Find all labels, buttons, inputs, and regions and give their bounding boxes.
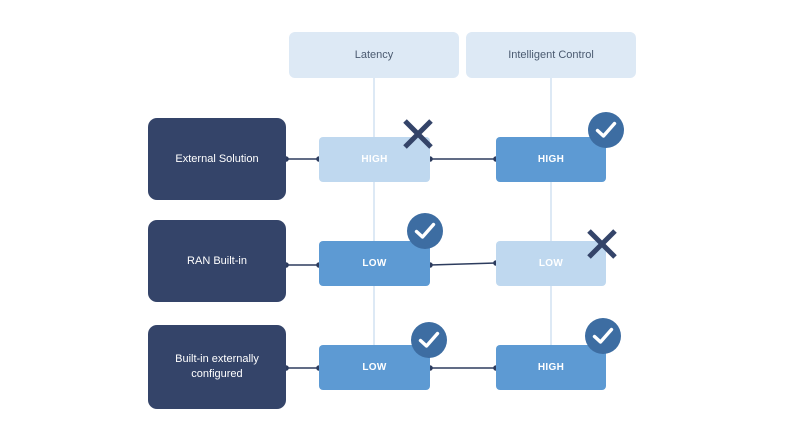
check-circle-icon [407,213,443,249]
cell-intelligent-control-ran-built-in: LOW [496,241,606,286]
row-connector-latency-to-control [429,262,497,266]
cell-latency-ran-built-in: LOW [319,241,430,286]
check-circle-icon [585,318,621,354]
cell-value: HIGH [361,154,388,165]
cross-icon [587,229,617,259]
column-header-latency: Latency [289,32,459,78]
status-marker-intelligent-control-external-solution [587,111,625,149]
check-circle-icon [588,112,624,148]
row-label-text: External Solution [175,152,259,165]
status-marker-latency-built-in-externally-configured [410,321,448,359]
status-marker-latency-ran-built-in [406,212,444,250]
column-header-label: Intelligent Control [508,49,594,61]
check-circle-icon [411,322,447,358]
status-marker-latency-external-solution [399,115,437,153]
cell-latency-built-in-externally-configured: LOW [319,345,430,390]
row-label-text: RAN Built-in [187,254,247,267]
row-label-built-in-externally-configured: Built-in externally configured [148,325,286,409]
cell-intelligent-control-external-solution: HIGH [496,137,606,182]
cell-value: LOW [538,258,564,269]
cell-value: HIGH [537,154,565,165]
cross-icon [403,119,433,149]
status-marker-intelligent-control-built-in-externally-configured [584,317,622,355]
status-marker-intelligent-control-ran-built-in [583,225,621,263]
cell-value: LOW [362,258,387,269]
column-header-intelligent-control: Intelligent Control [466,32,636,78]
column-header-label: Latency [354,49,394,61]
cell-latency-external-solution: HIGH [319,137,430,182]
row-label-text: Built-in externally configured [175,353,259,380]
cell-value: HIGH [537,362,565,373]
cell-value: LOW [362,362,387,373]
row-label-external-solution: External Solution [148,118,286,200]
cell-intelligent-control-built-in-externally-configured: HIGH [496,345,606,390]
row-label-ran-built-in: RAN Built-in [148,220,286,302]
